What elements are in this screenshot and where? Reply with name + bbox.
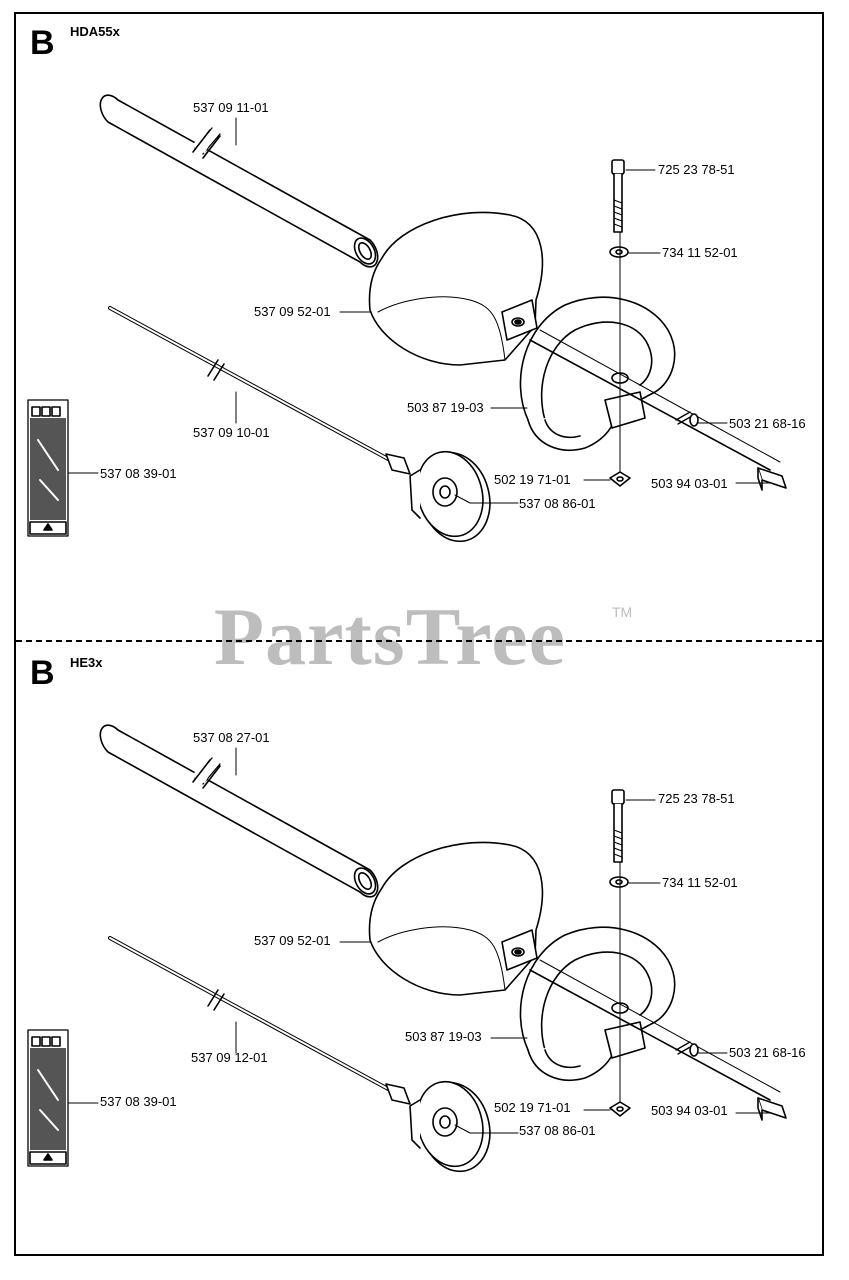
part-label-guard: 537 09 52-01 xyxy=(254,304,331,319)
part-label-tube: 537 08 27-01 xyxy=(193,730,270,745)
part-label-washer: 734 11 52-01 xyxy=(662,245,738,260)
part-label-nut: 502 19 71-01 xyxy=(494,1100,571,1115)
part-label-clamp: 503 94 03-01 xyxy=(651,476,728,491)
part-label-nut: 502 19 71-01 xyxy=(494,472,571,487)
part-label-decal: 537 08 39-01 xyxy=(100,1094,177,1109)
section-letter-2: B xyxy=(30,654,55,692)
diagram-frame xyxy=(14,12,824,1256)
part-label-tube: 537 09 11-01 xyxy=(193,100,269,115)
part-label-screw: 503 21 68-16 xyxy=(729,1045,806,1060)
section-letter-1: B xyxy=(30,24,55,62)
part-label-shaft: 537 09 10-01 xyxy=(193,425,270,440)
model-name-2: HE3x xyxy=(70,655,103,670)
part-label-bolt: 725 23 78-51 xyxy=(658,791,735,806)
part-label-washer: 734 11 52-01 xyxy=(662,875,738,890)
part-label-cover: 537 08 86-01 xyxy=(519,496,596,511)
part-label-guard: 537 09 52-01 xyxy=(254,933,331,948)
part-label-bolt: 725 23 78-51 xyxy=(658,162,735,177)
part-label-screw: 503 21 68-16 xyxy=(729,416,806,431)
part-label-cover: 537 08 86-01 xyxy=(519,1123,596,1138)
part-label-shaft: 537 09 12-01 xyxy=(191,1050,268,1065)
part-label-handle: 503 87 19-03 xyxy=(407,400,484,415)
part-label-decal: 537 08 39-01 xyxy=(100,466,177,481)
part-label-clamp: 503 94 03-01 xyxy=(651,1103,728,1118)
section-divider xyxy=(16,640,822,642)
part-label-handle: 503 87 19-03 xyxy=(405,1029,482,1044)
watermark: PartsTree xyxy=(214,591,567,682)
watermark-trademark: TM xyxy=(612,604,633,620)
model-name-1: HDA55x xyxy=(70,24,120,39)
